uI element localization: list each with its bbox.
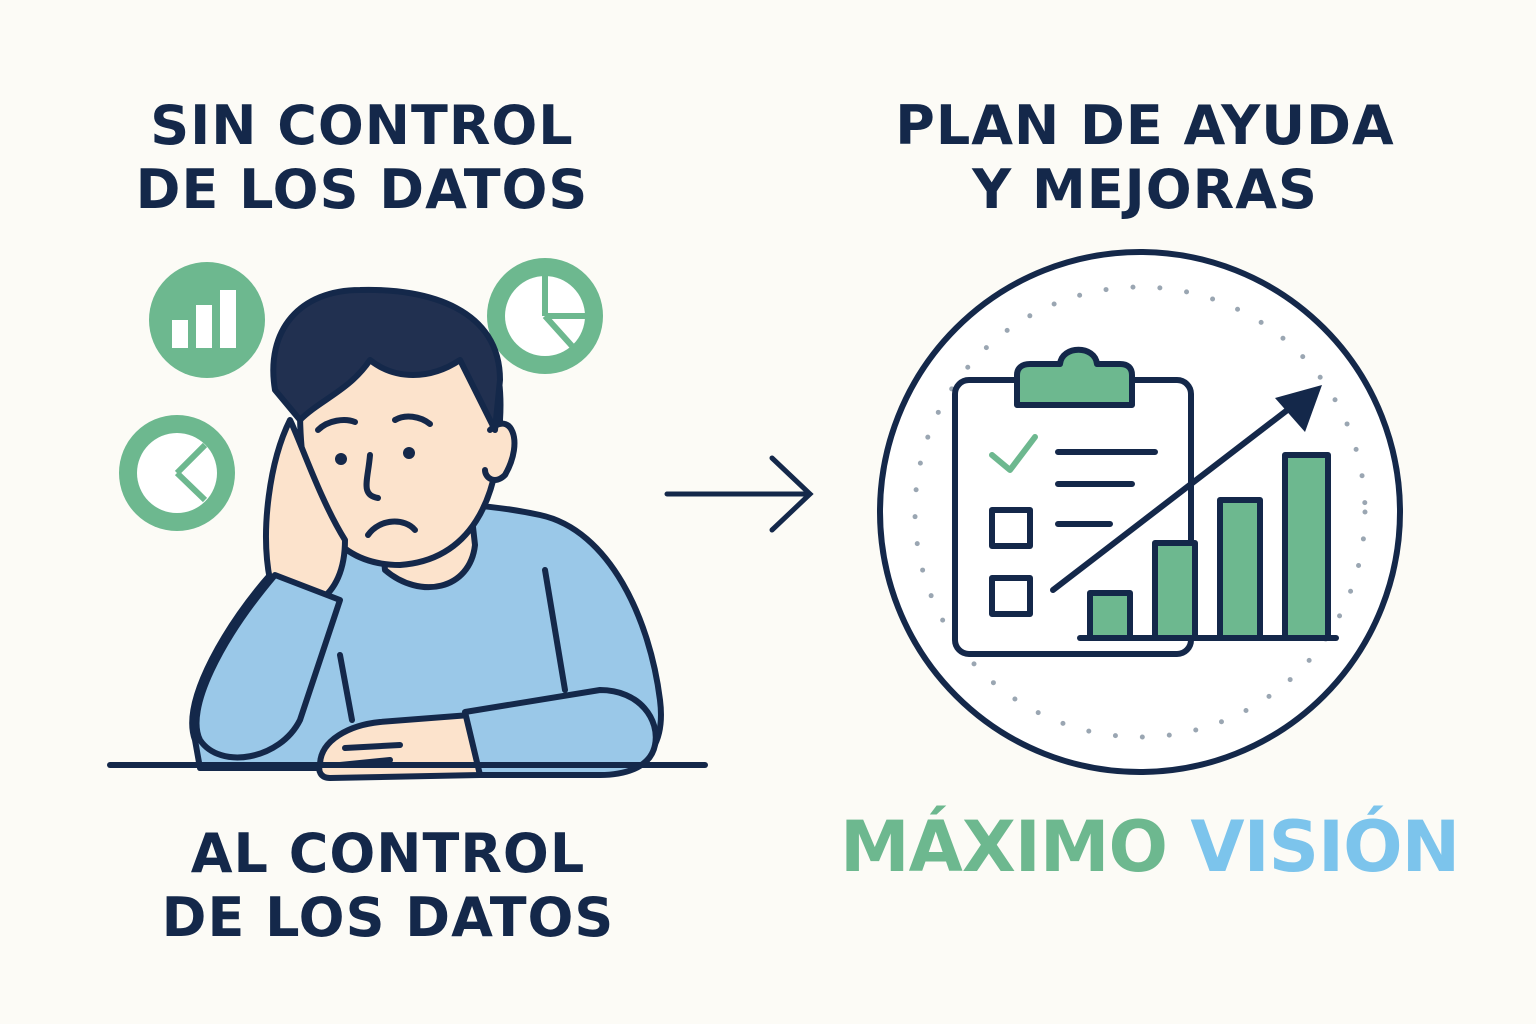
trend-arrow-head-icon — [1275, 385, 1322, 432]
brand-word-2: VISIÓN — [1190, 806, 1460, 888]
left-title: SIN CONTROL DE LOS DATOS — [112, 94, 612, 222]
bottom-title: AL CONTROL DE LOS DATOS — [138, 822, 638, 950]
bottom-title-line2: DE LOS DATOS — [161, 886, 615, 949]
right-title-line2: Y MEJORAS — [972, 158, 1318, 221]
brand-logo-text: MÁXIMO VISIÓN — [840, 806, 1460, 888]
worried-person-illustration — [107, 286, 708, 781]
bottom-title-line1: AL CONTROL — [190, 822, 586, 885]
checkbox-icon — [989, 507, 1033, 549]
right-title: PLAN DE AYUDA Y MEJORAS — [880, 94, 1410, 222]
check-icon — [989, 434, 1038, 473]
left-title-line1: SIN CONTROL — [150, 94, 574, 157]
pie-chart-bubble-icon-2 — [119, 415, 235, 531]
right-title-line1: PLAN DE AYUDA — [895, 94, 1395, 157]
brand-word-1: MÁXIMO — [840, 806, 1168, 888]
left-title-line2: DE LOS DATOS — [135, 158, 589, 221]
plan-chart-emblem — [877, 249, 1403, 775]
right-arrow-icon — [664, 455, 814, 533]
bar-chart-bubble-icon — [149, 262, 265, 378]
checkbox-icon — [989, 575, 1033, 617]
pie-chart-bubble-icon — [487, 258, 603, 374]
